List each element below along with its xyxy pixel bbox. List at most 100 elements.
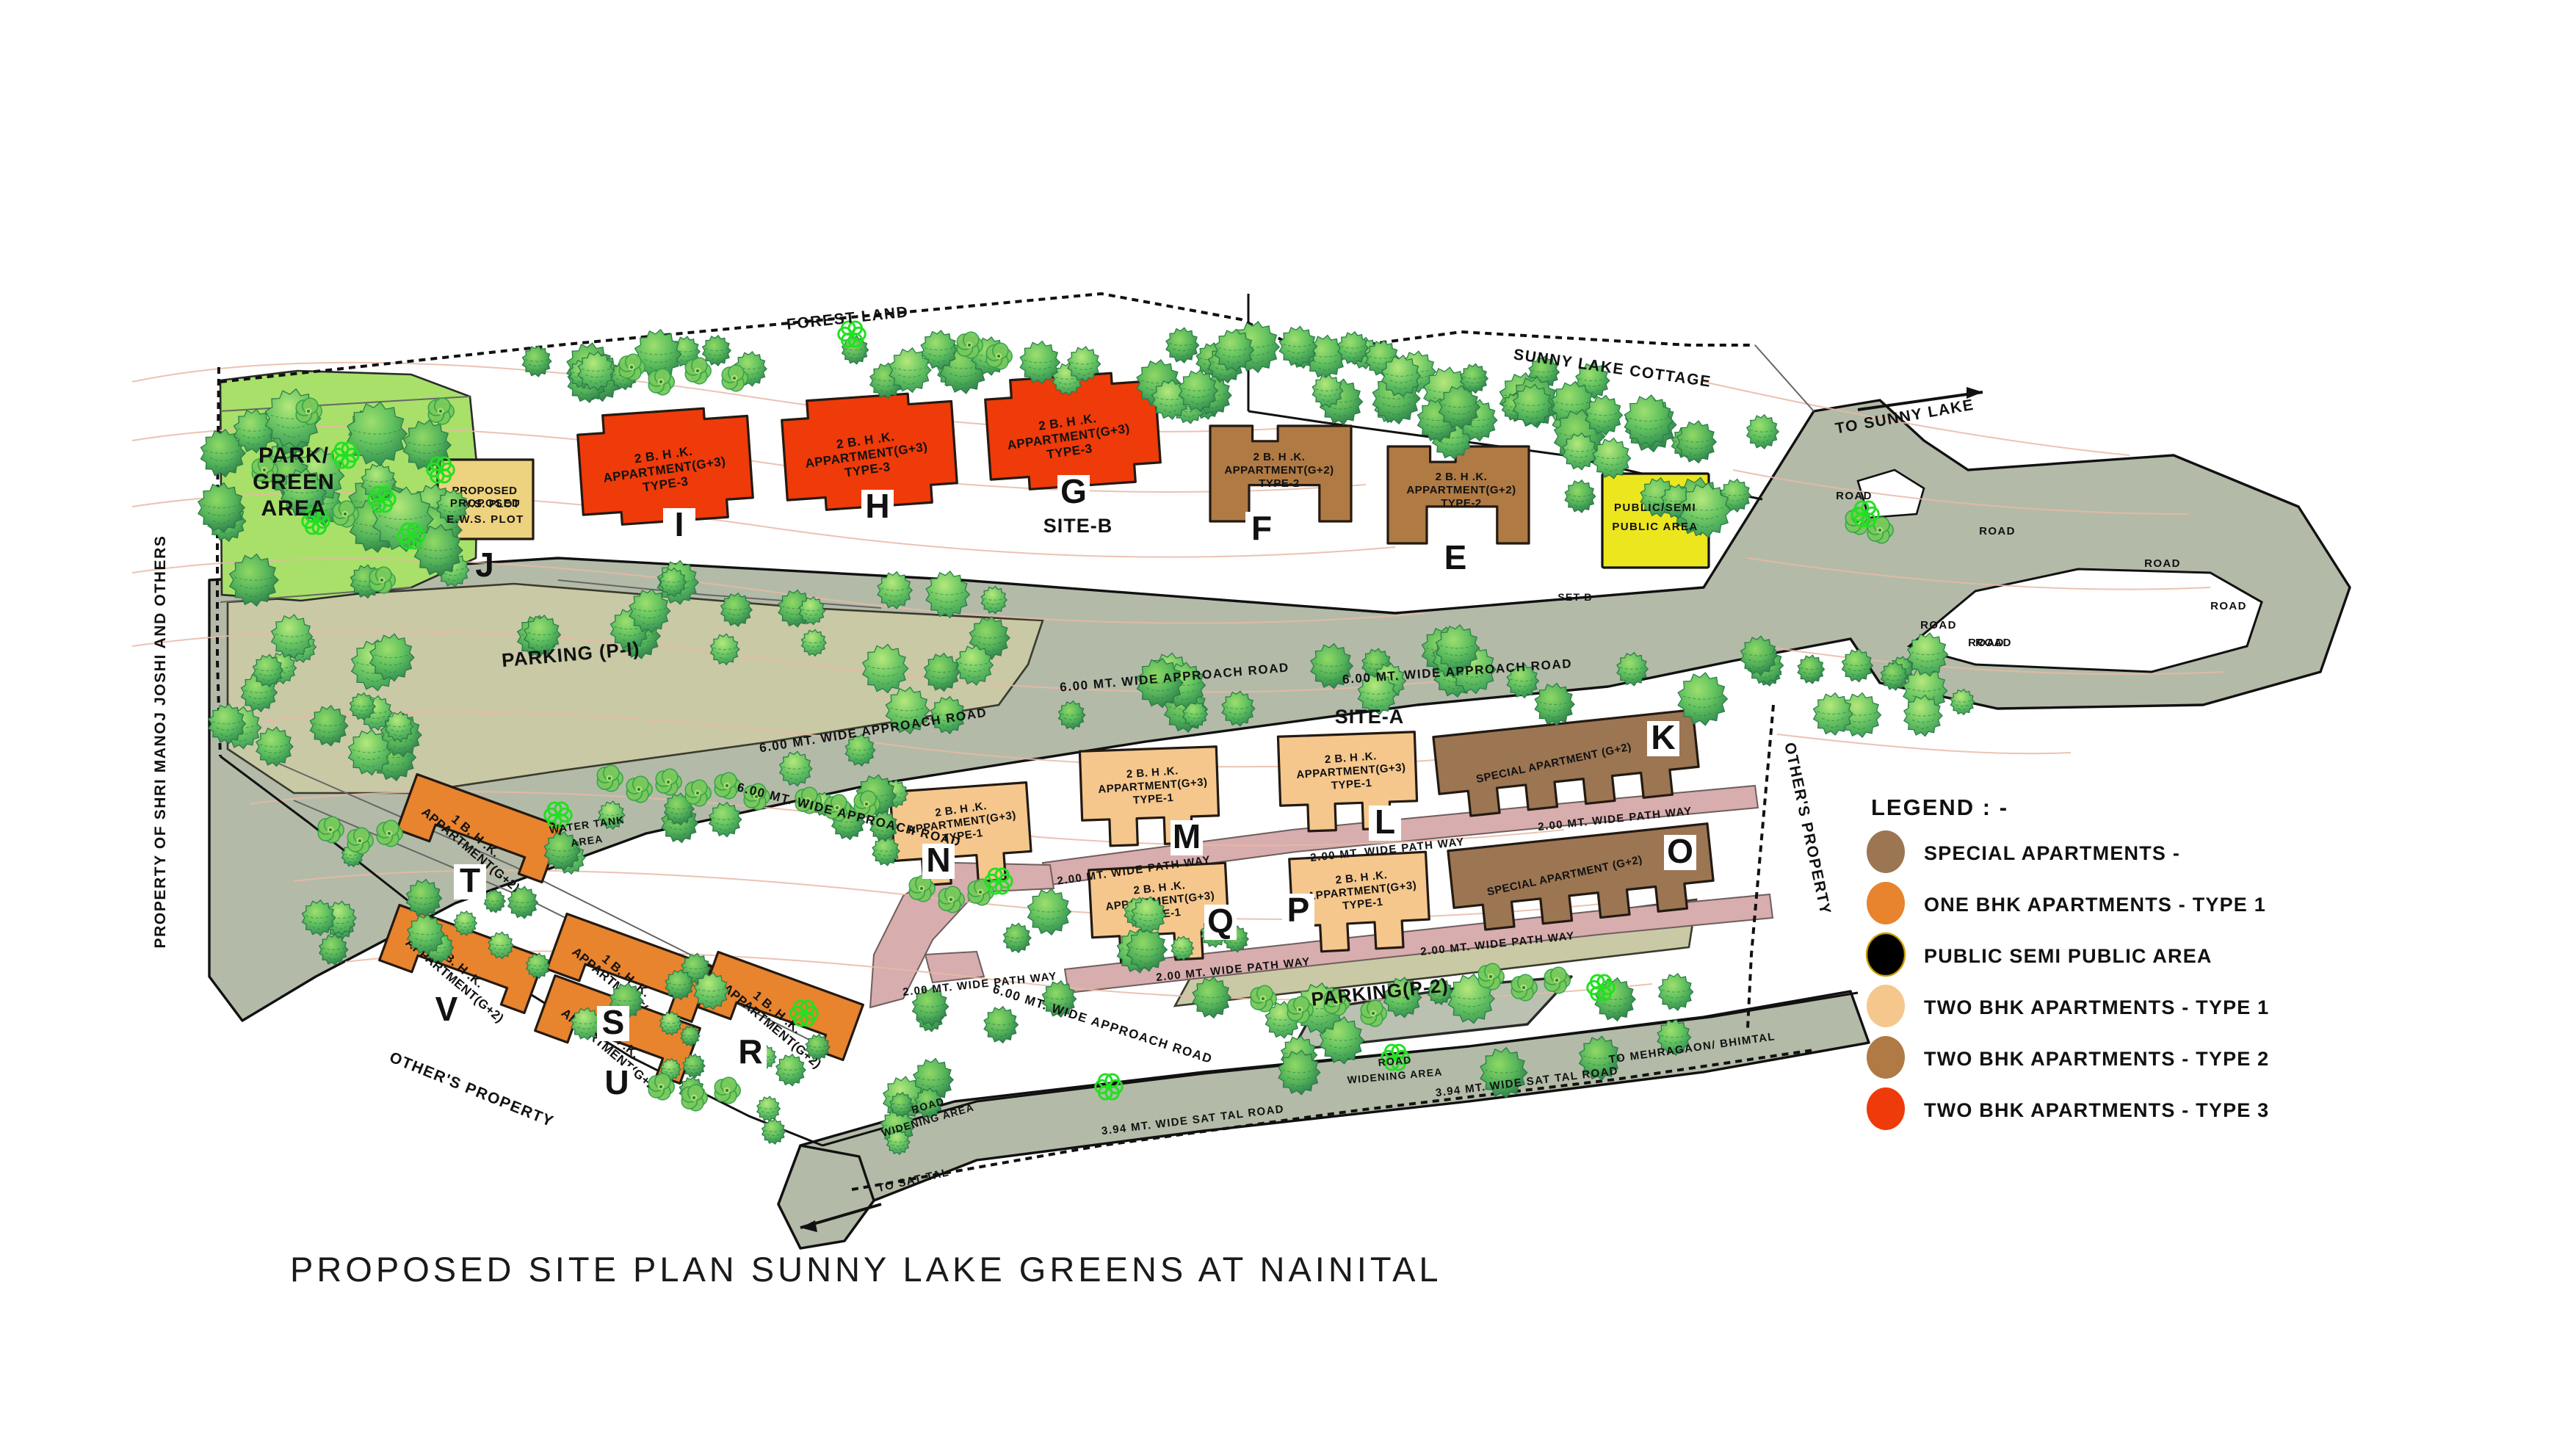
building-key-v: V xyxy=(430,990,463,1028)
label-ews-plot: E.W.S. PLOT xyxy=(446,513,524,526)
tree-icon xyxy=(252,654,284,688)
key-backplate xyxy=(1245,512,1278,547)
shrub-icon xyxy=(985,342,1013,370)
legend-item-5[interactable]: TWO BHK APARTMENTS - TYPE 3 xyxy=(1867,1087,2269,1130)
tree-icon xyxy=(1067,346,1101,383)
building-r[interactable]: 1 B. H .K.APPARTMENT(G+2) xyxy=(691,950,864,1079)
legend-item-1[interactable]: ONE BHK APARTMENTS - TYPE 1 xyxy=(1867,882,2266,924)
building-i[interactable]: 2 B. H .K.APPARTMENT(G+3)TYPE-3 xyxy=(576,405,754,527)
tree-icon xyxy=(1178,369,1219,413)
tree-icon xyxy=(1459,363,1489,394)
building-shape xyxy=(1432,709,1700,817)
shrub-icon xyxy=(714,772,741,800)
tree-icon xyxy=(1903,695,1943,737)
key-backplate xyxy=(922,844,955,879)
building-k[interactable]: SPECIAL APARTMENT (G+2) xyxy=(1432,709,1701,819)
legend-swatch xyxy=(1867,1036,1905,1079)
tree-icon xyxy=(709,633,740,666)
shrub-icon xyxy=(824,794,851,822)
to-sat-tal-arrow xyxy=(800,1203,882,1232)
building-label: TYPE-1 xyxy=(1331,777,1372,792)
tree-icon xyxy=(805,1033,831,1061)
legend-item-3[interactable]: TWO BHK APARTMENTS - TYPE 1 xyxy=(1867,985,2269,1027)
shrub-icon xyxy=(1250,985,1277,1013)
tree-icon xyxy=(708,801,742,838)
label-road-widening-area: ROAD xyxy=(1378,1054,1412,1068)
tree-icon xyxy=(598,800,626,830)
tree-icon xyxy=(1165,327,1200,363)
legend-heading: LEGEND : - xyxy=(1871,794,2008,820)
tree-icon xyxy=(1562,432,1598,471)
tree-icon xyxy=(1131,896,1167,934)
tree-icon xyxy=(1906,632,1949,677)
tree-icon xyxy=(980,585,1008,615)
hedge-icon xyxy=(1094,1073,1124,1101)
building-h[interactable]: 2 B. H .K.APPARTMENT(G+3)TYPE-3 xyxy=(781,391,958,513)
legend-item-4[interactable]: TWO BHK APARTMENTS - TYPE 2 xyxy=(1867,1036,2269,1079)
building-g[interactable]: 2 B. H .K.APPARTMENT(G+3)TYPE-3 xyxy=(984,370,1162,492)
tree-icon xyxy=(208,703,247,745)
shrub-icon xyxy=(938,886,965,913)
shrub-icon xyxy=(251,456,278,484)
building-shape xyxy=(984,372,1162,490)
building-label: 2 B. H .K. xyxy=(1253,451,1306,463)
key-backplate xyxy=(430,993,463,1028)
tree-icon xyxy=(406,913,446,955)
legend-item-0[interactable]: SPECIAL APARTMENTS - xyxy=(1867,830,2180,873)
shrub-icon xyxy=(1323,988,1350,1016)
building-f[interactable]: 2 B. H .K.APPARTMENT(G+2)TYPE-2 xyxy=(1209,424,1353,523)
hedge-icon xyxy=(837,320,866,348)
building-label: TYPE-2 xyxy=(1441,497,1482,510)
building-key-h: H xyxy=(861,487,894,525)
tree-icon xyxy=(1310,642,1354,689)
label-road: ROAD xyxy=(1968,637,2005,649)
tree-icon xyxy=(318,933,349,966)
tree-icon xyxy=(861,643,909,694)
building-key-j: J xyxy=(475,546,494,584)
building-shape xyxy=(1386,445,1530,545)
tree-icon xyxy=(1192,976,1232,1019)
tree-icon xyxy=(1740,635,1779,676)
key-backplate xyxy=(1647,721,1679,756)
key-letter: V xyxy=(435,990,458,1028)
building-label: TYPE-1 xyxy=(1132,792,1174,807)
tree-icon xyxy=(1841,648,1874,683)
tree-icon xyxy=(1136,657,1184,709)
tree-icon xyxy=(923,652,961,692)
tree-icon xyxy=(800,629,827,657)
shrub-icon xyxy=(618,353,645,381)
key-backplate xyxy=(1439,541,1472,576)
tree-icon xyxy=(1041,980,1077,1018)
tree-icon xyxy=(885,686,930,735)
legend-item-2[interactable]: PUBLIC SEMI PUBLIC AREA xyxy=(1865,932,2213,977)
hedge-icon xyxy=(330,441,360,469)
tree-icon xyxy=(521,345,552,377)
tree-icon xyxy=(629,588,671,634)
building-p[interactable]: 2 B. H .K.APPARTMENT(G+3)TYPE-1 xyxy=(1288,850,1430,953)
tree-icon xyxy=(197,482,246,534)
key-letter: S xyxy=(602,1003,625,1041)
tree-icon xyxy=(1381,354,1422,398)
tree-icon xyxy=(1657,972,1694,1011)
building-key-s: S xyxy=(597,1003,629,1041)
tree-icon xyxy=(384,711,414,742)
key-letter: P xyxy=(1287,891,1310,929)
tree-icon xyxy=(1578,1035,1621,1081)
building-key-o: O xyxy=(1664,832,1696,870)
building-e[interactable]: 2 B. H .K.APPARTMENT(G+2)TYPE-2 xyxy=(1386,445,1530,545)
label-park-green-area: PARK/ xyxy=(258,444,329,468)
tree-icon xyxy=(1679,482,1732,538)
tree-icon xyxy=(1383,977,1422,1018)
shrub-icon xyxy=(332,500,359,528)
legend-label: TWO BHK APARTMENTS - TYPE 2 xyxy=(1924,1048,2269,1070)
building-o[interactable]: SPECIAL APARTMENT (G+2) xyxy=(1447,822,1716,933)
key-letter: I xyxy=(675,505,684,543)
legend-label: TWO BHK APARTMENTS - TYPE 1 xyxy=(1924,996,2269,1018)
tree-icon xyxy=(233,408,275,454)
label-property-left: PROPERTY OF SHRI MANOJ JOSHI AND OTHERS xyxy=(152,535,169,949)
shrub-icon xyxy=(684,779,712,807)
key-letter: U xyxy=(604,1063,629,1101)
key-backplate xyxy=(1664,835,1696,870)
building-shape xyxy=(1288,850,1430,953)
